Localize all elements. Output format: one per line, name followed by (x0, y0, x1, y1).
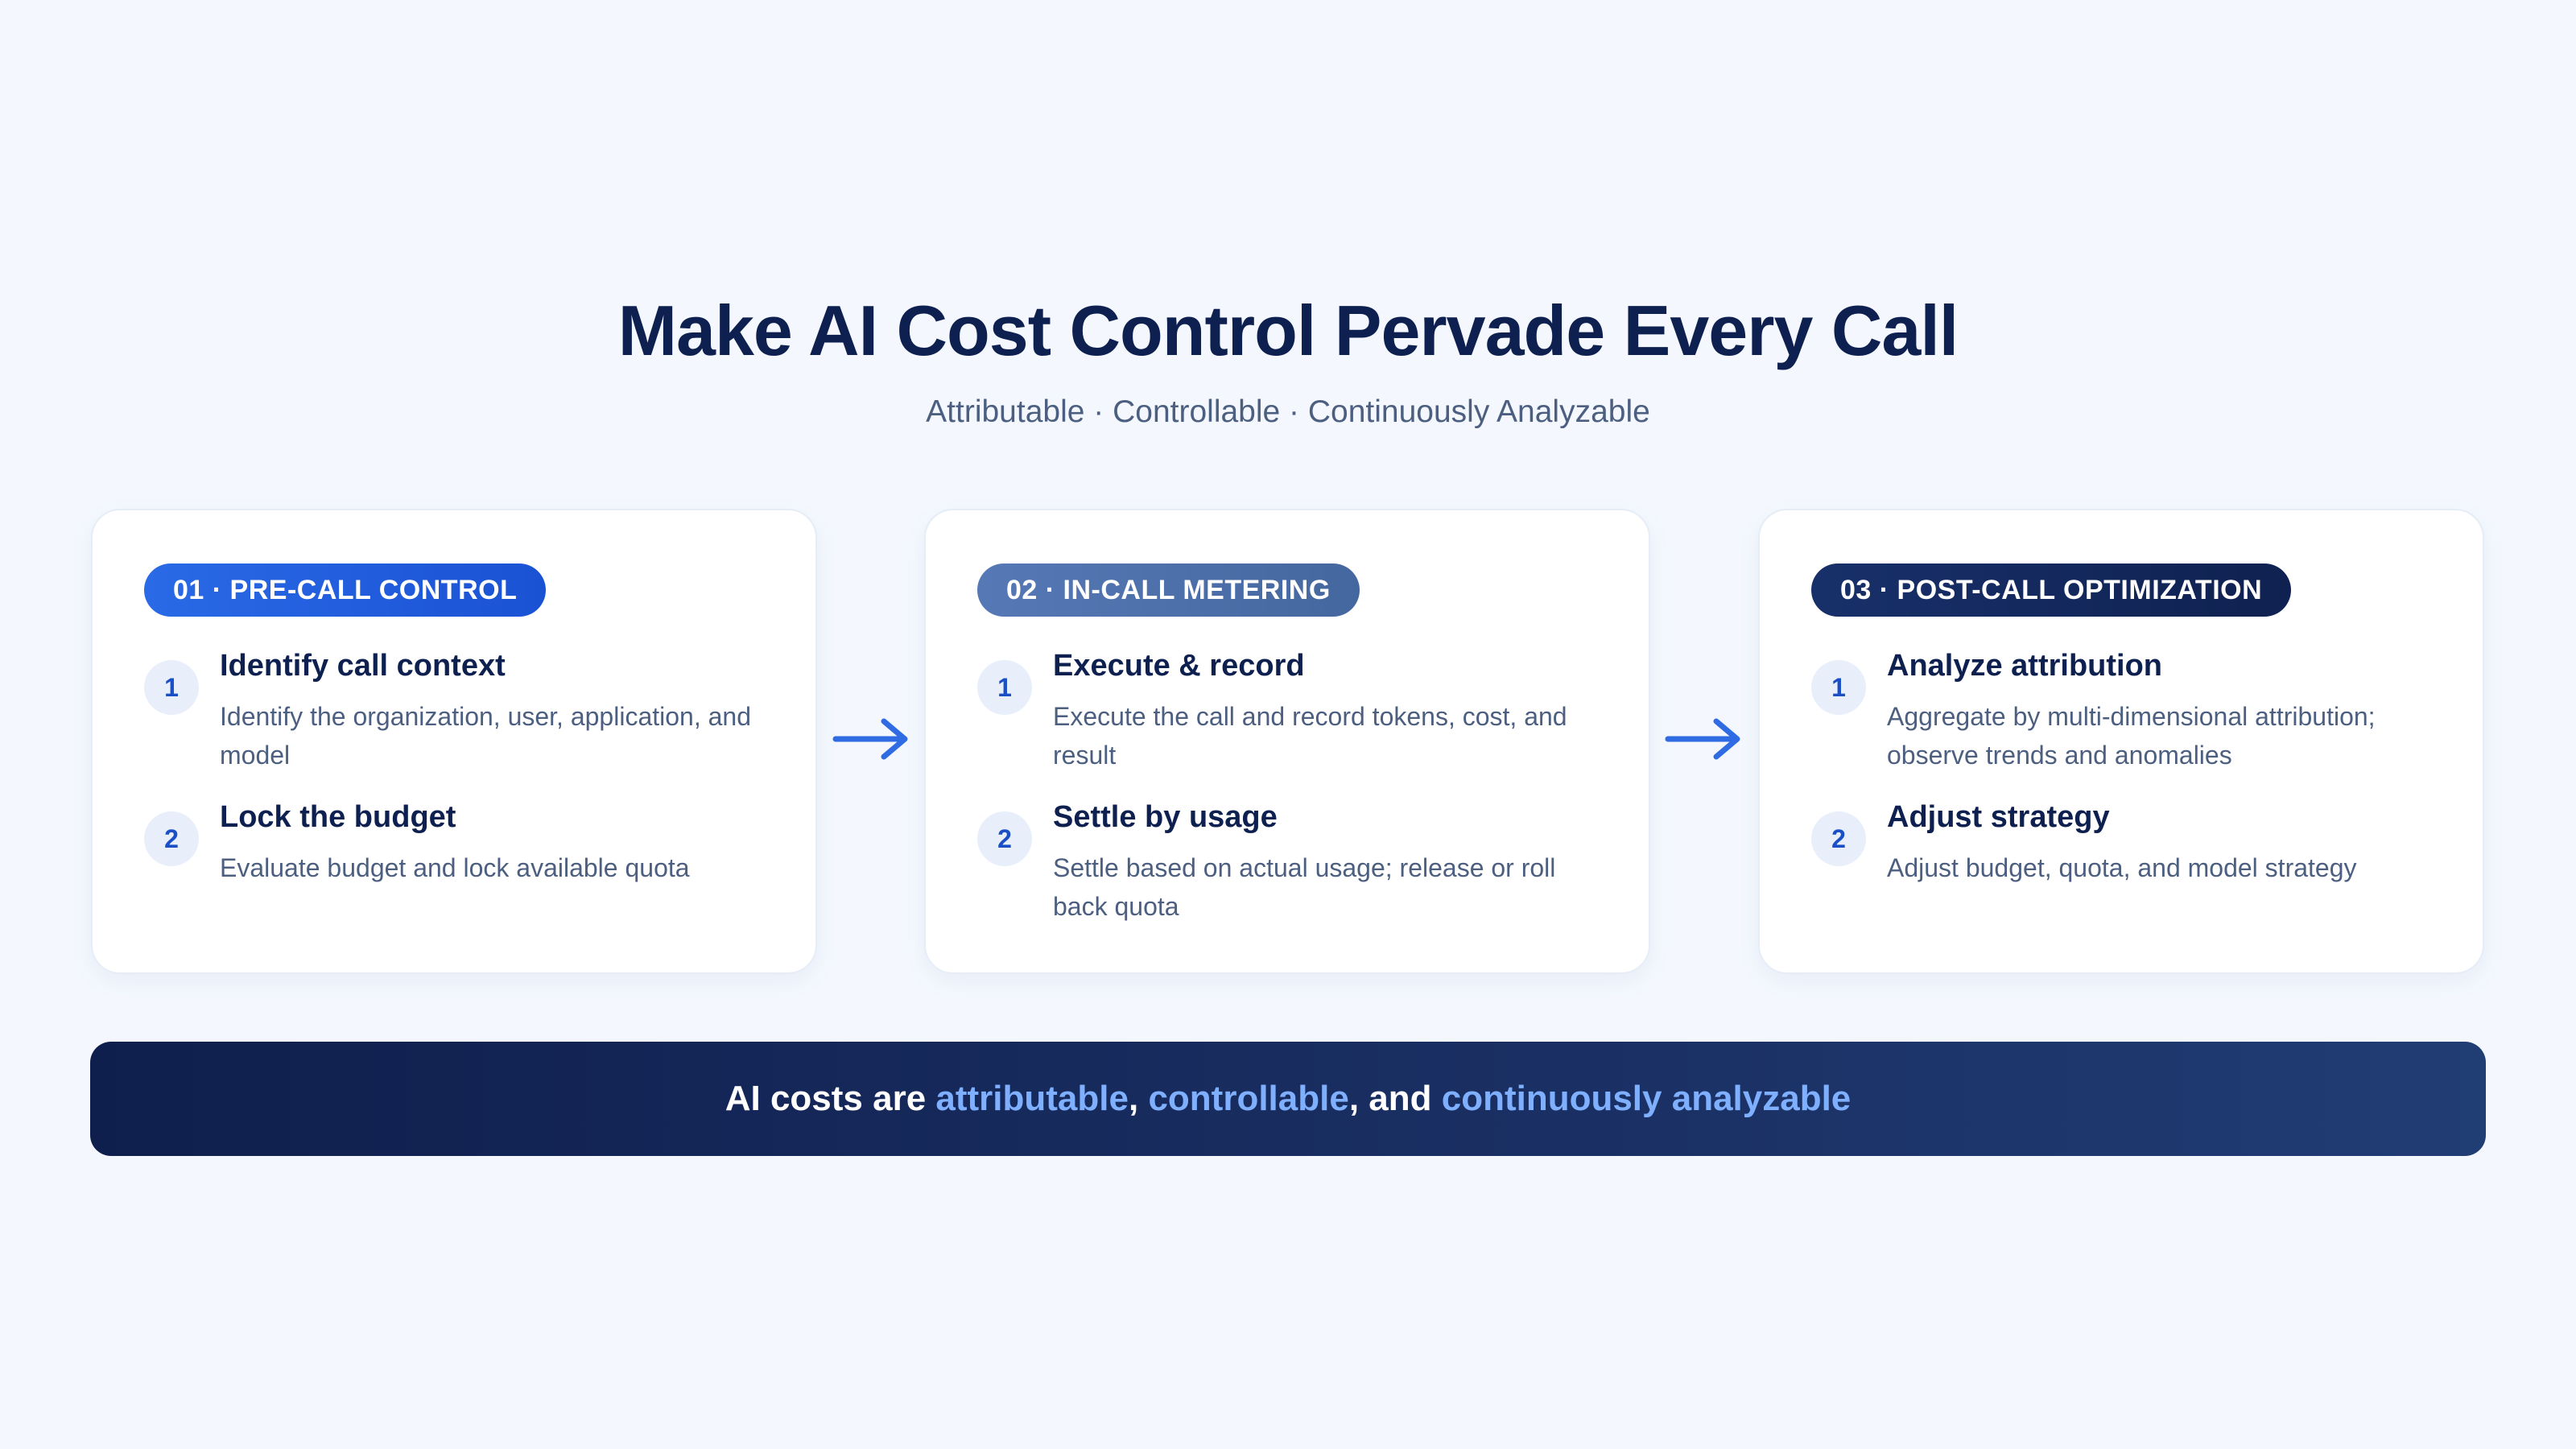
step-description: Adjust budget, quota, and model strategy (1887, 853, 2357, 882)
banner-highlight-controllable: controllable (1148, 1079, 1349, 1118)
step-description: Settle based on actual usage; release or… (1053, 853, 1556, 921)
step-description: Identify the organization, user, applica… (220, 702, 751, 770)
banner-highlight-analyzable: continuously analyzable (1441, 1079, 1852, 1118)
step-number: 1 (144, 660, 199, 715)
step-description: Evaluate budget and lock available quota (220, 853, 690, 882)
step-number: 1 (1811, 660, 1866, 715)
arrow-right-icon (1665, 718, 1740, 760)
step-title: Settle by usage (1053, 800, 1278, 834)
stage-card-pre-call: 01 · PRE-CALL CONTROL 1 Identify call co… (91, 509, 817, 974)
step-title: Analyze attribution (1887, 649, 2163, 683)
step-description: Aggregate by multi-dimensional attributi… (1887, 702, 2376, 770)
step-number: 2 (144, 811, 199, 866)
arrow-right-icon (832, 718, 908, 760)
banner-separator: , and (1348, 1079, 1442, 1118)
stage-label: 03 · POST-CALL OPTIMIZATION (1811, 564, 2292, 617)
step-number: 2 (977, 811, 1032, 866)
banner-highlight-attributable: attributable (935, 1079, 1129, 1118)
banner-separator: , (1128, 1079, 1149, 1118)
stage-label: 01 · PRE-CALL CONTROL (144, 564, 547, 617)
step-number: 1 (977, 660, 1032, 715)
stage-card-post-call: 03 · POST-CALL OPTIMIZATION 1 Analyze at… (1758, 509, 2484, 974)
step-title: Lock the budget (220, 800, 456, 834)
step-title: Identify call context (220, 649, 506, 683)
summary-banner: AI costs are attributable, controllable,… (90, 1042, 2486, 1156)
step-title: Execute & record (1053, 649, 1305, 683)
page-subtitle: Attributable · Controllable · Continuous… (926, 394, 1650, 429)
step-title: Adjust strategy (1887, 800, 2110, 834)
stage-label: 02 · IN-CALL METERING (977, 564, 1360, 617)
page-title: Make AI Cost Control Pervade Every Call (617, 291, 1959, 370)
step-description: Execute the call and record tokens, cost… (1053, 702, 1567, 770)
step-number: 2 (1811, 811, 1866, 866)
banner-text: AI costs are (724, 1079, 936, 1118)
stage-card-in-call: 02 · IN-CALL METERING 1 Execute & record… (924, 509, 1650, 974)
